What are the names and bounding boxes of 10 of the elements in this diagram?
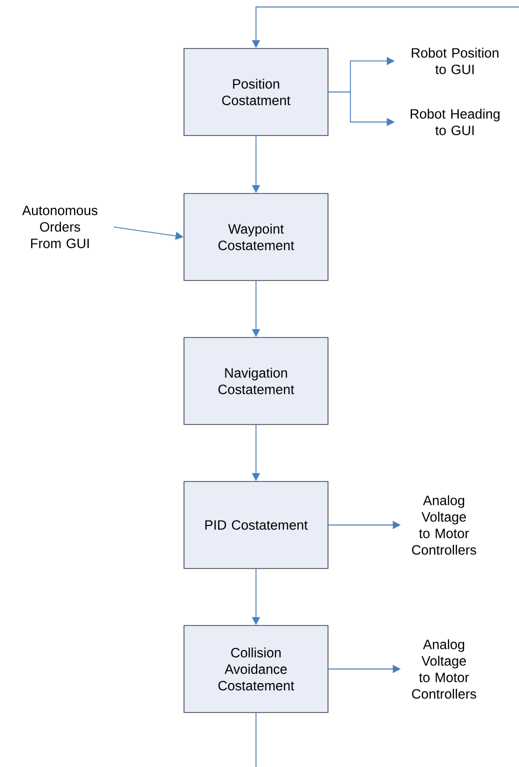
output-label: Robot Position to GUI (412, 48, 498, 74)
output-label: Analog Voltage to Motor Controllers (412, 495, 476, 555)
process-box: Waypoint Costatement (184, 193, 328, 281)
process-box: Position Costatment (184, 48, 328, 136)
output-label: Analog Voltage to Motor Controllers (412, 639, 476, 699)
process-box: Collision Avoidance Costatement (184, 625, 328, 713)
output-label: Robot Heading to GUI (410, 108, 500, 136)
process-box: Navigation Costatement (184, 337, 328, 425)
process-box: PID Costatement (184, 481, 328, 569)
input-label: Autonomous Orders From GUI (22, 206, 98, 248)
